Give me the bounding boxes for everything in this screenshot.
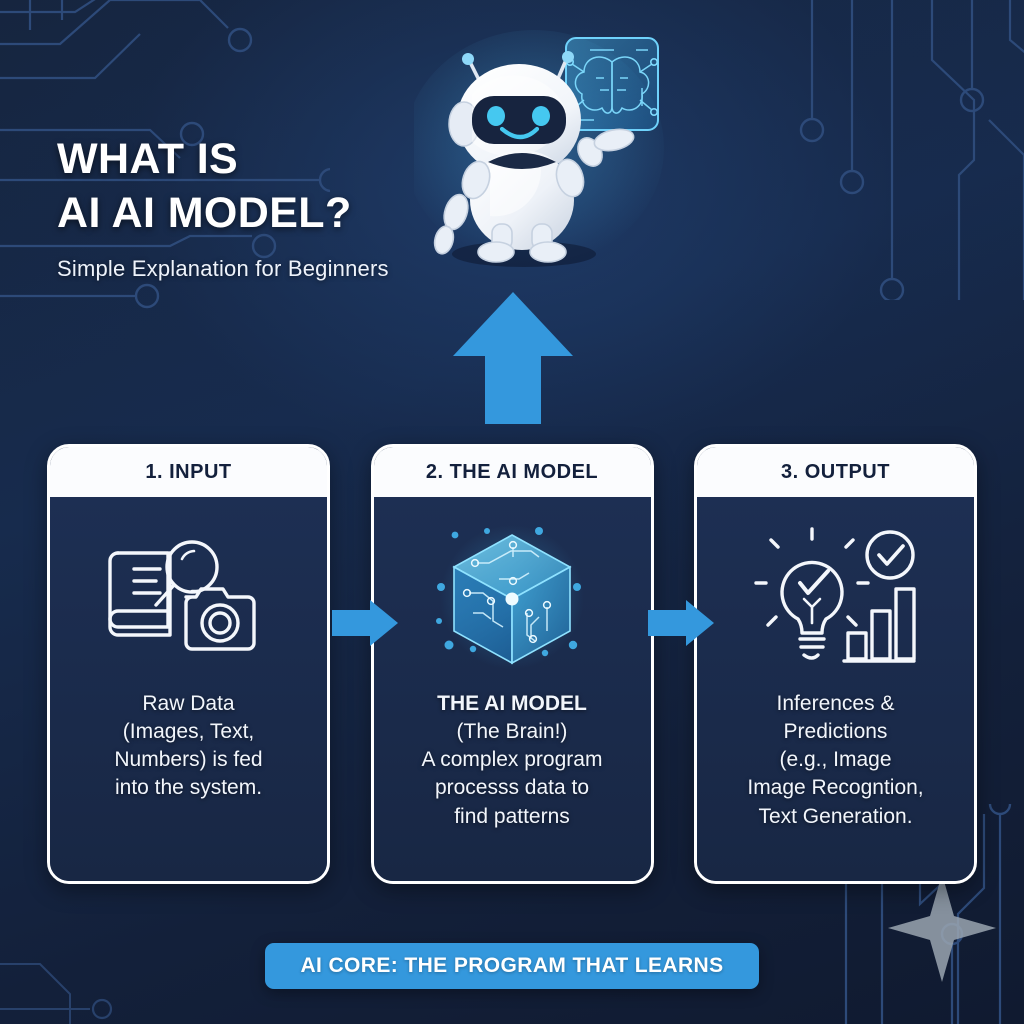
page-subtitle: Simple Explanation for Beginners bbox=[57, 256, 389, 282]
card-ai-model-header: 2. THE AI MODEL bbox=[373, 447, 651, 497]
card-input-text: Raw Data (Images, Text, Numbers) is fed … bbox=[114, 684, 262, 859]
card-output-icon-wrap bbox=[748, 509, 923, 684]
ai-core-banner[interactable]: AI CORE: THE PROGRAM THAT LEARNS bbox=[265, 943, 759, 989]
card-input-line-2: Numbers) is fed bbox=[114, 748, 263, 772]
card-output-header: 3. OUTPUT bbox=[697, 447, 974, 497]
card-ai-model-line-0: THE AI MODEL bbox=[437, 692, 587, 715]
ai-robot-mascot bbox=[414, 30, 664, 267]
book-magnifier-camera-icon bbox=[107, 539, 256, 651]
card-input-line-1: (Images, Text, bbox=[122, 720, 255, 744]
card-ai-model[interactable]: 2. THE AI MODEL bbox=[370, 444, 654, 884]
card-output-line-0: Inferences & bbox=[776, 692, 895, 715]
card-input[interactable]: 1. INPUT bbox=[47, 444, 330, 884]
card-ai-model-line-4: find patterns bbox=[454, 804, 570, 828]
card-output-line-1: Predictions bbox=[783, 720, 888, 744]
process-cards: 1. INPUT bbox=[47, 444, 977, 884]
lightbulb-check-barchart-icon bbox=[754, 526, 916, 663]
card-output-line-4: Text Generation. bbox=[758, 804, 913, 828]
arrow-right-2-icon bbox=[648, 600, 714, 646]
card-output-line-3: Image Recogntion, bbox=[747, 776, 924, 800]
circuit-traces-top-right-icon bbox=[799, 0, 1024, 300]
card-input-icon-wrap bbox=[104, 509, 274, 684]
card-output-text: Inferences & Predictions (e.g., Image Im… bbox=[747, 684, 923, 859]
card-ai-model-text: THE AI MODEL (The Brain!) A complex prog… bbox=[422, 684, 603, 859]
arrow-up-icon bbox=[453, 292, 573, 424]
card-input-body: Raw Data (Images, Text, Numbers) is fed … bbox=[50, 497, 327, 881]
card-output-line-2: (e.g., Image bbox=[779, 748, 892, 772]
card-input-line-3: into the system. bbox=[114, 776, 263, 800]
page-title: WHAT IS AI AI MODEL? bbox=[57, 135, 352, 238]
card-input-header-label: 1. INPUT bbox=[145, 460, 232, 483]
card-ai-model-body: THE AI MODEL (The Brain!) A complex prog… bbox=[373, 497, 651, 881]
headline-block: WHAT IS AI AI MODEL? Simple Explanation … bbox=[57, 132, 477, 282]
card-ai-model-line-1: (The Brain!) bbox=[456, 720, 568, 744]
arrow-right-1-icon bbox=[332, 600, 398, 646]
card-ai-model-line-2: A complex program bbox=[421, 748, 603, 772]
card-ai-model-line-3: processs data to bbox=[434, 776, 590, 800]
glowing-circuit-cube-icon bbox=[436, 524, 584, 669]
card-output-body: Inferences & Predictions (e.g., Image Im… bbox=[697, 497, 974, 881]
card-output[interactable]: 3. OUTPUT bbox=[694, 444, 977, 884]
card-input-header: 1. INPUT bbox=[50, 447, 327, 497]
card-output-header-label: 3. OUTPUT bbox=[781, 460, 890, 483]
card-input-line-0: Raw Data bbox=[142, 692, 235, 715]
ai-core-banner-label: AI CORE: THE PROGRAM THAT LEARNS bbox=[300, 954, 724, 977]
card-ai-model-header-label: 2. THE AI MODEL bbox=[425, 460, 599, 483]
card-ai-model-icon-wrap bbox=[427, 509, 597, 684]
